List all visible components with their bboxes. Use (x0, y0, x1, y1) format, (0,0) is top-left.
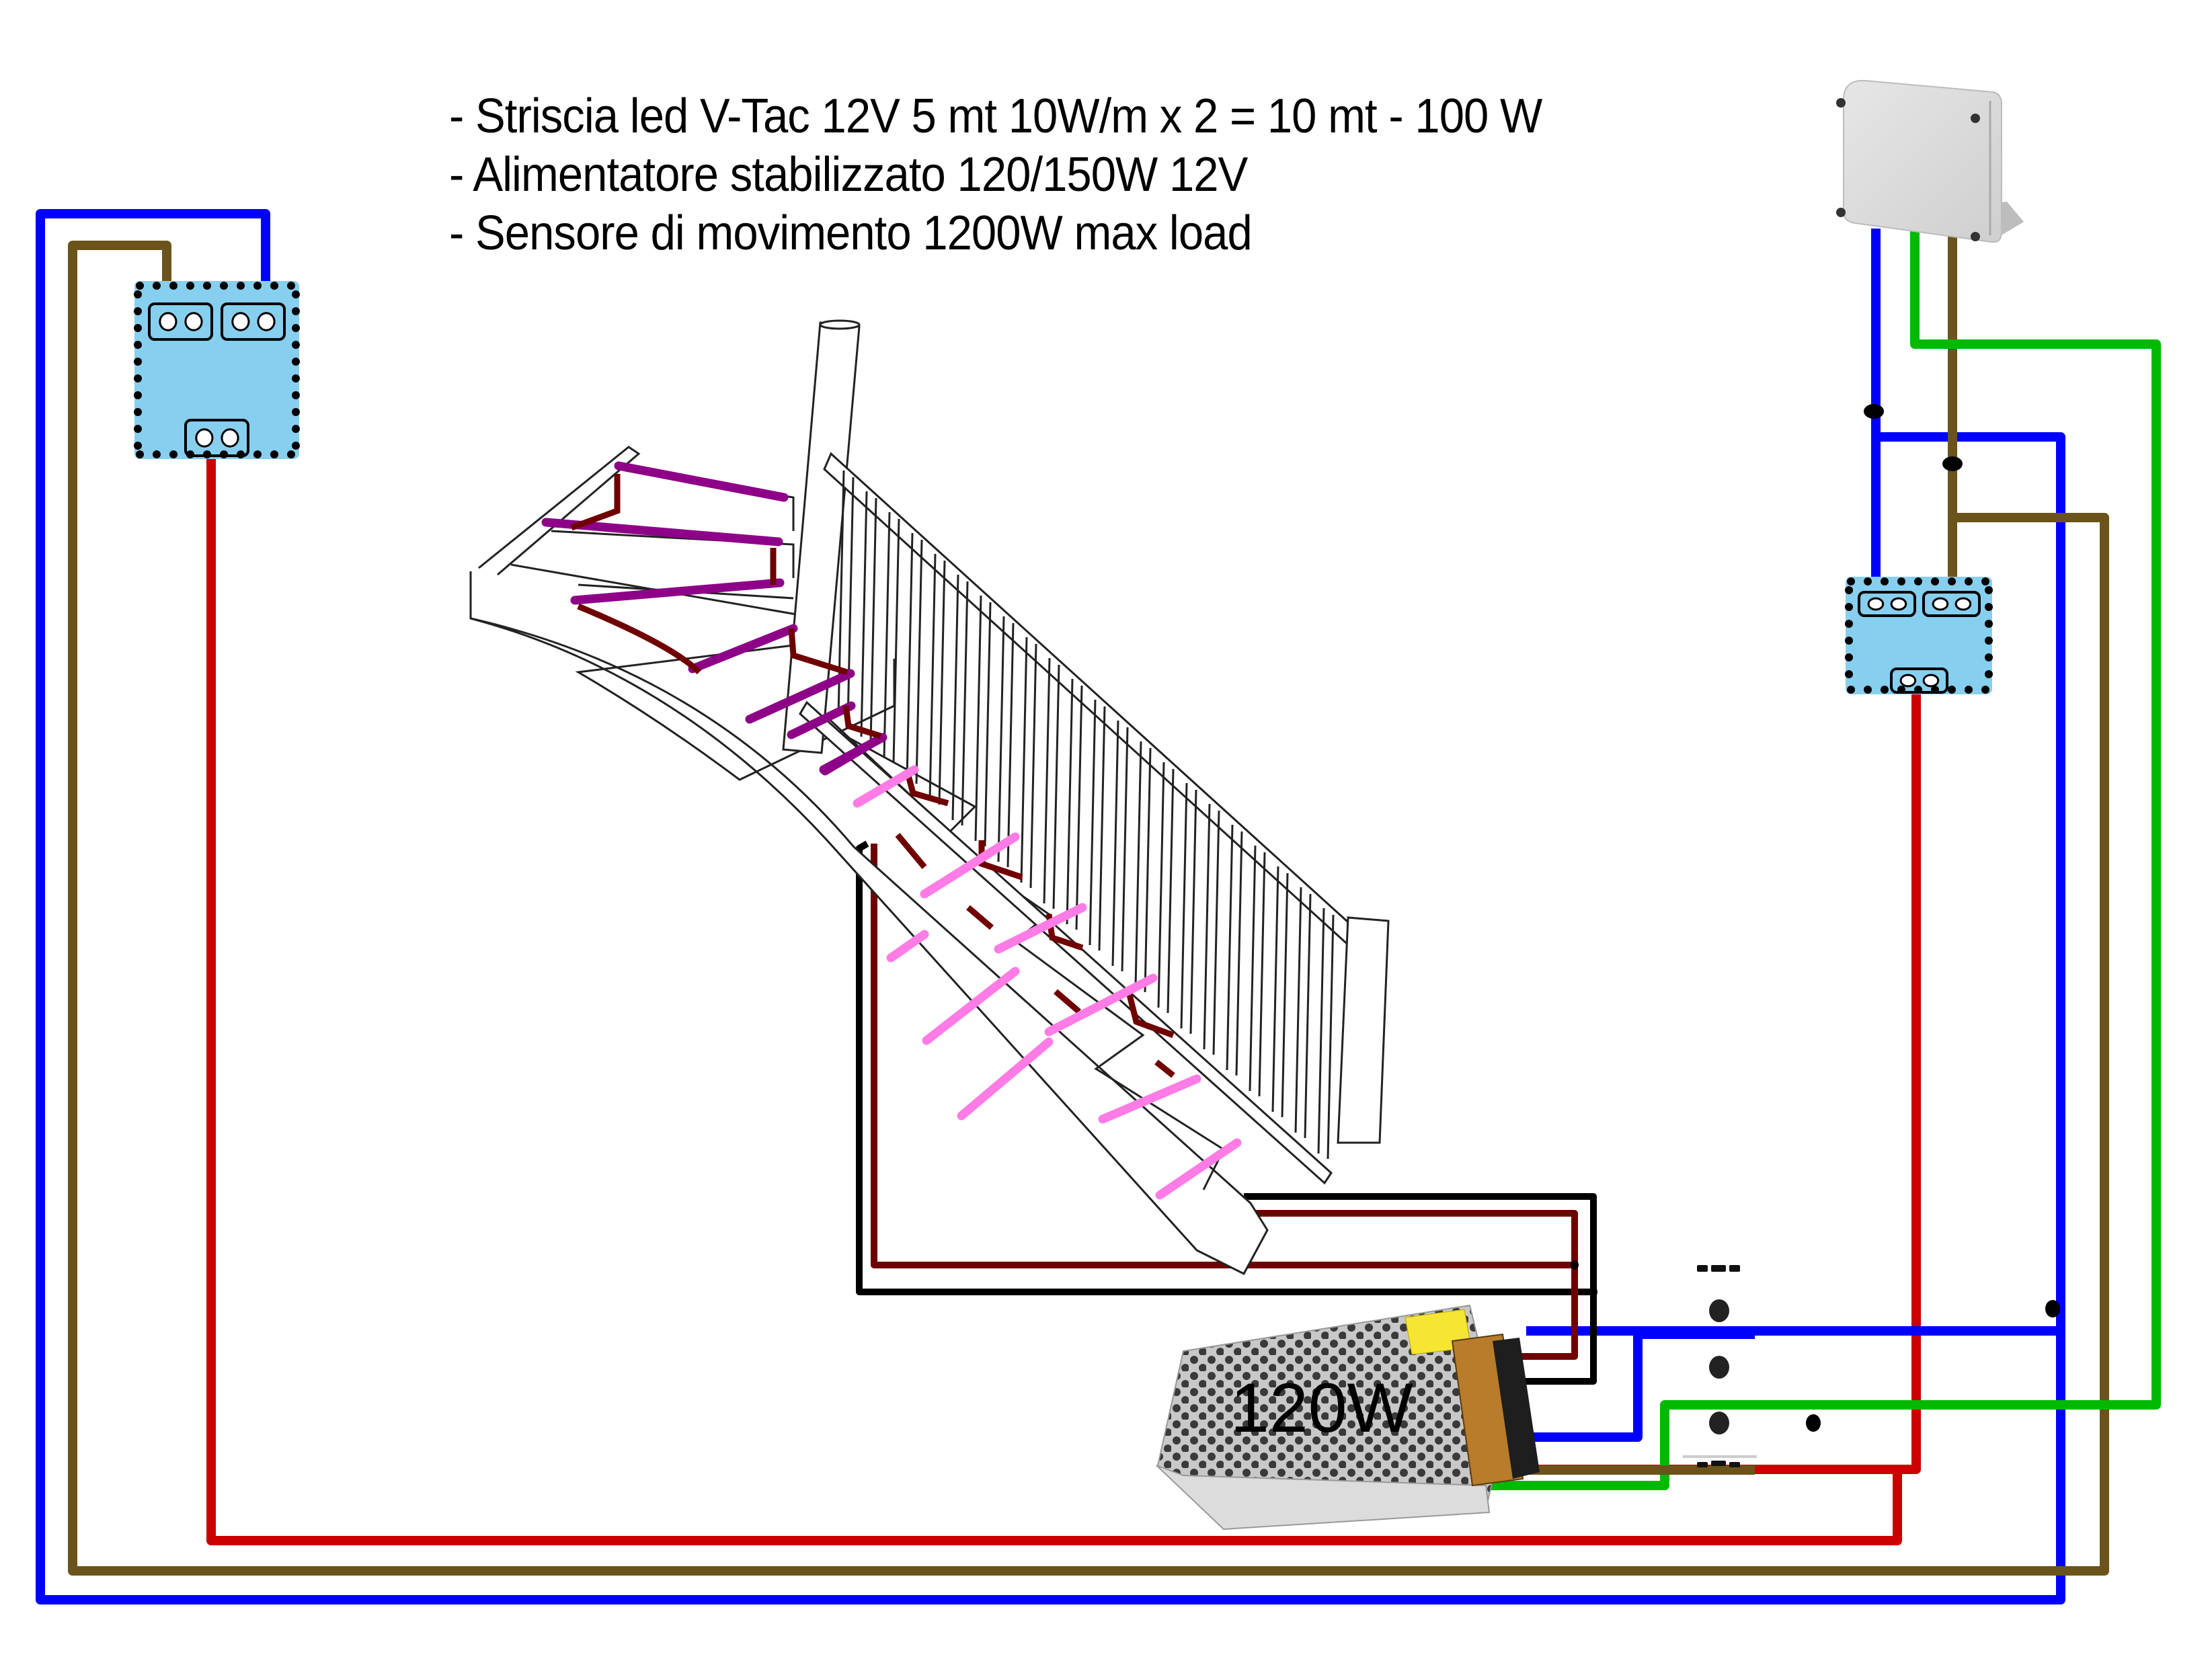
baluster (1180, 782, 1197, 1034)
balusters (837, 470, 1335, 1160)
led-strip (819, 733, 887, 774)
terminal-socket (184, 419, 249, 457)
junction-box (1836, 79, 2024, 243)
terminal-socket (1922, 591, 1981, 617)
baluster (1066, 678, 1083, 930)
terminal-screw (1709, 1356, 1729, 1379)
wire-red-left-sensor (206, 457, 1902, 1545)
wire-blue-left-loop (36, 209, 2065, 1604)
led-strip (886, 930, 929, 963)
terminal-socket (148, 302, 213, 341)
psu-wattage-label: 120W (1230, 1369, 1413, 1447)
led-strips-lower (853, 765, 1242, 1200)
baluster (1134, 741, 1152, 993)
terminal-screw (1709, 1412, 1729, 1434)
baluster (1271, 866, 1289, 1118)
led-strip (1155, 1138, 1242, 1200)
baluster (906, 532, 923, 784)
led-strip (994, 903, 1087, 954)
baluster (1157, 762, 1175, 1014)
led-strip (853, 765, 919, 808)
note-motion-sensor: - Sensore di movimento 1200W max load (449, 206, 1253, 260)
motion-sensor-right (1845, 577, 1993, 694)
junction-dot-blue-top (1864, 404, 1884, 419)
terminal-socket (1890, 667, 1948, 694)
baluster (860, 491, 877, 743)
note-power-supply: - Alimentatore stabilizzato 120/150W 12V (449, 148, 1248, 202)
led-strip (920, 832, 1020, 899)
baluster (997, 616, 1015, 868)
baluster (1249, 845, 1266, 1097)
baluster (929, 553, 946, 805)
sensor-box-body (134, 281, 299, 459)
terminal-socket (1858, 591, 1916, 617)
component-notes: - Striscia led V-Tac 12V 5 mt 10W/m x 2 … (449, 87, 1542, 263)
led-strip (787, 701, 856, 739)
led-strip (745, 669, 855, 724)
baluster (1043, 657, 1060, 909)
junction-dot-brown-top (1942, 456, 1963, 471)
terminal-block (1683, 1265, 1757, 1467)
box-screw (1971, 232, 1980, 241)
junction-dot-red-bottom (1806, 1414, 1821, 1432)
baluster (974, 595, 992, 847)
terminal-socket (221, 302, 286, 341)
box-screw (1836, 208, 1846, 217)
power-supply: 120W (1156, 1304, 1540, 1531)
junction-dots (1571, 404, 2060, 1432)
junction-dot-dc-positive (1571, 1260, 1579, 1270)
terminal-dash-bottom (1697, 1461, 1740, 1467)
baluster (883, 512, 900, 764)
baluster (1203, 803, 1220, 1055)
wire-brown-left-loop (68, 241, 2109, 1576)
led-strip (957, 1037, 1054, 1121)
box-screw (1836, 98, 1846, 108)
led-strip (570, 578, 785, 605)
led-strip (688, 624, 798, 674)
wire-blue-junction (1871, 229, 2065, 1331)
baluster (1020, 637, 1037, 889)
sensor-box-body (1846, 577, 1992, 694)
wire-brown-junction (1948, 235, 2104, 577)
baluster (951, 574, 969, 826)
baluster (1294, 887, 1312, 1139)
junction-dot-blue-bottom (2045, 1300, 2060, 1317)
led-strip (614, 461, 789, 502)
junction-dot-dc-negative (1589, 1287, 1597, 1297)
motion-sensor-left (134, 281, 300, 459)
wire-green-psu (1338, 1400, 2156, 1490)
terminal-dash-top (1697, 1265, 1740, 1272)
baluster (1089, 699, 1106, 951)
led-strip (1098, 1074, 1201, 1124)
baluster (1317, 907, 1335, 1160)
note-led-strip: - Striscia led V-Tac 12V 5 mt 10W/m x 2 … (449, 89, 1542, 143)
led-strip (922, 967, 1020, 1045)
wire-red-right-sensor (1454, 694, 1921, 1474)
led-strip (1044, 973, 1158, 1036)
terminal-screw (1709, 1299, 1729, 1322)
baluster (1226, 824, 1243, 1076)
baluster (1111, 720, 1129, 972)
box-screw (1971, 114, 1980, 123)
